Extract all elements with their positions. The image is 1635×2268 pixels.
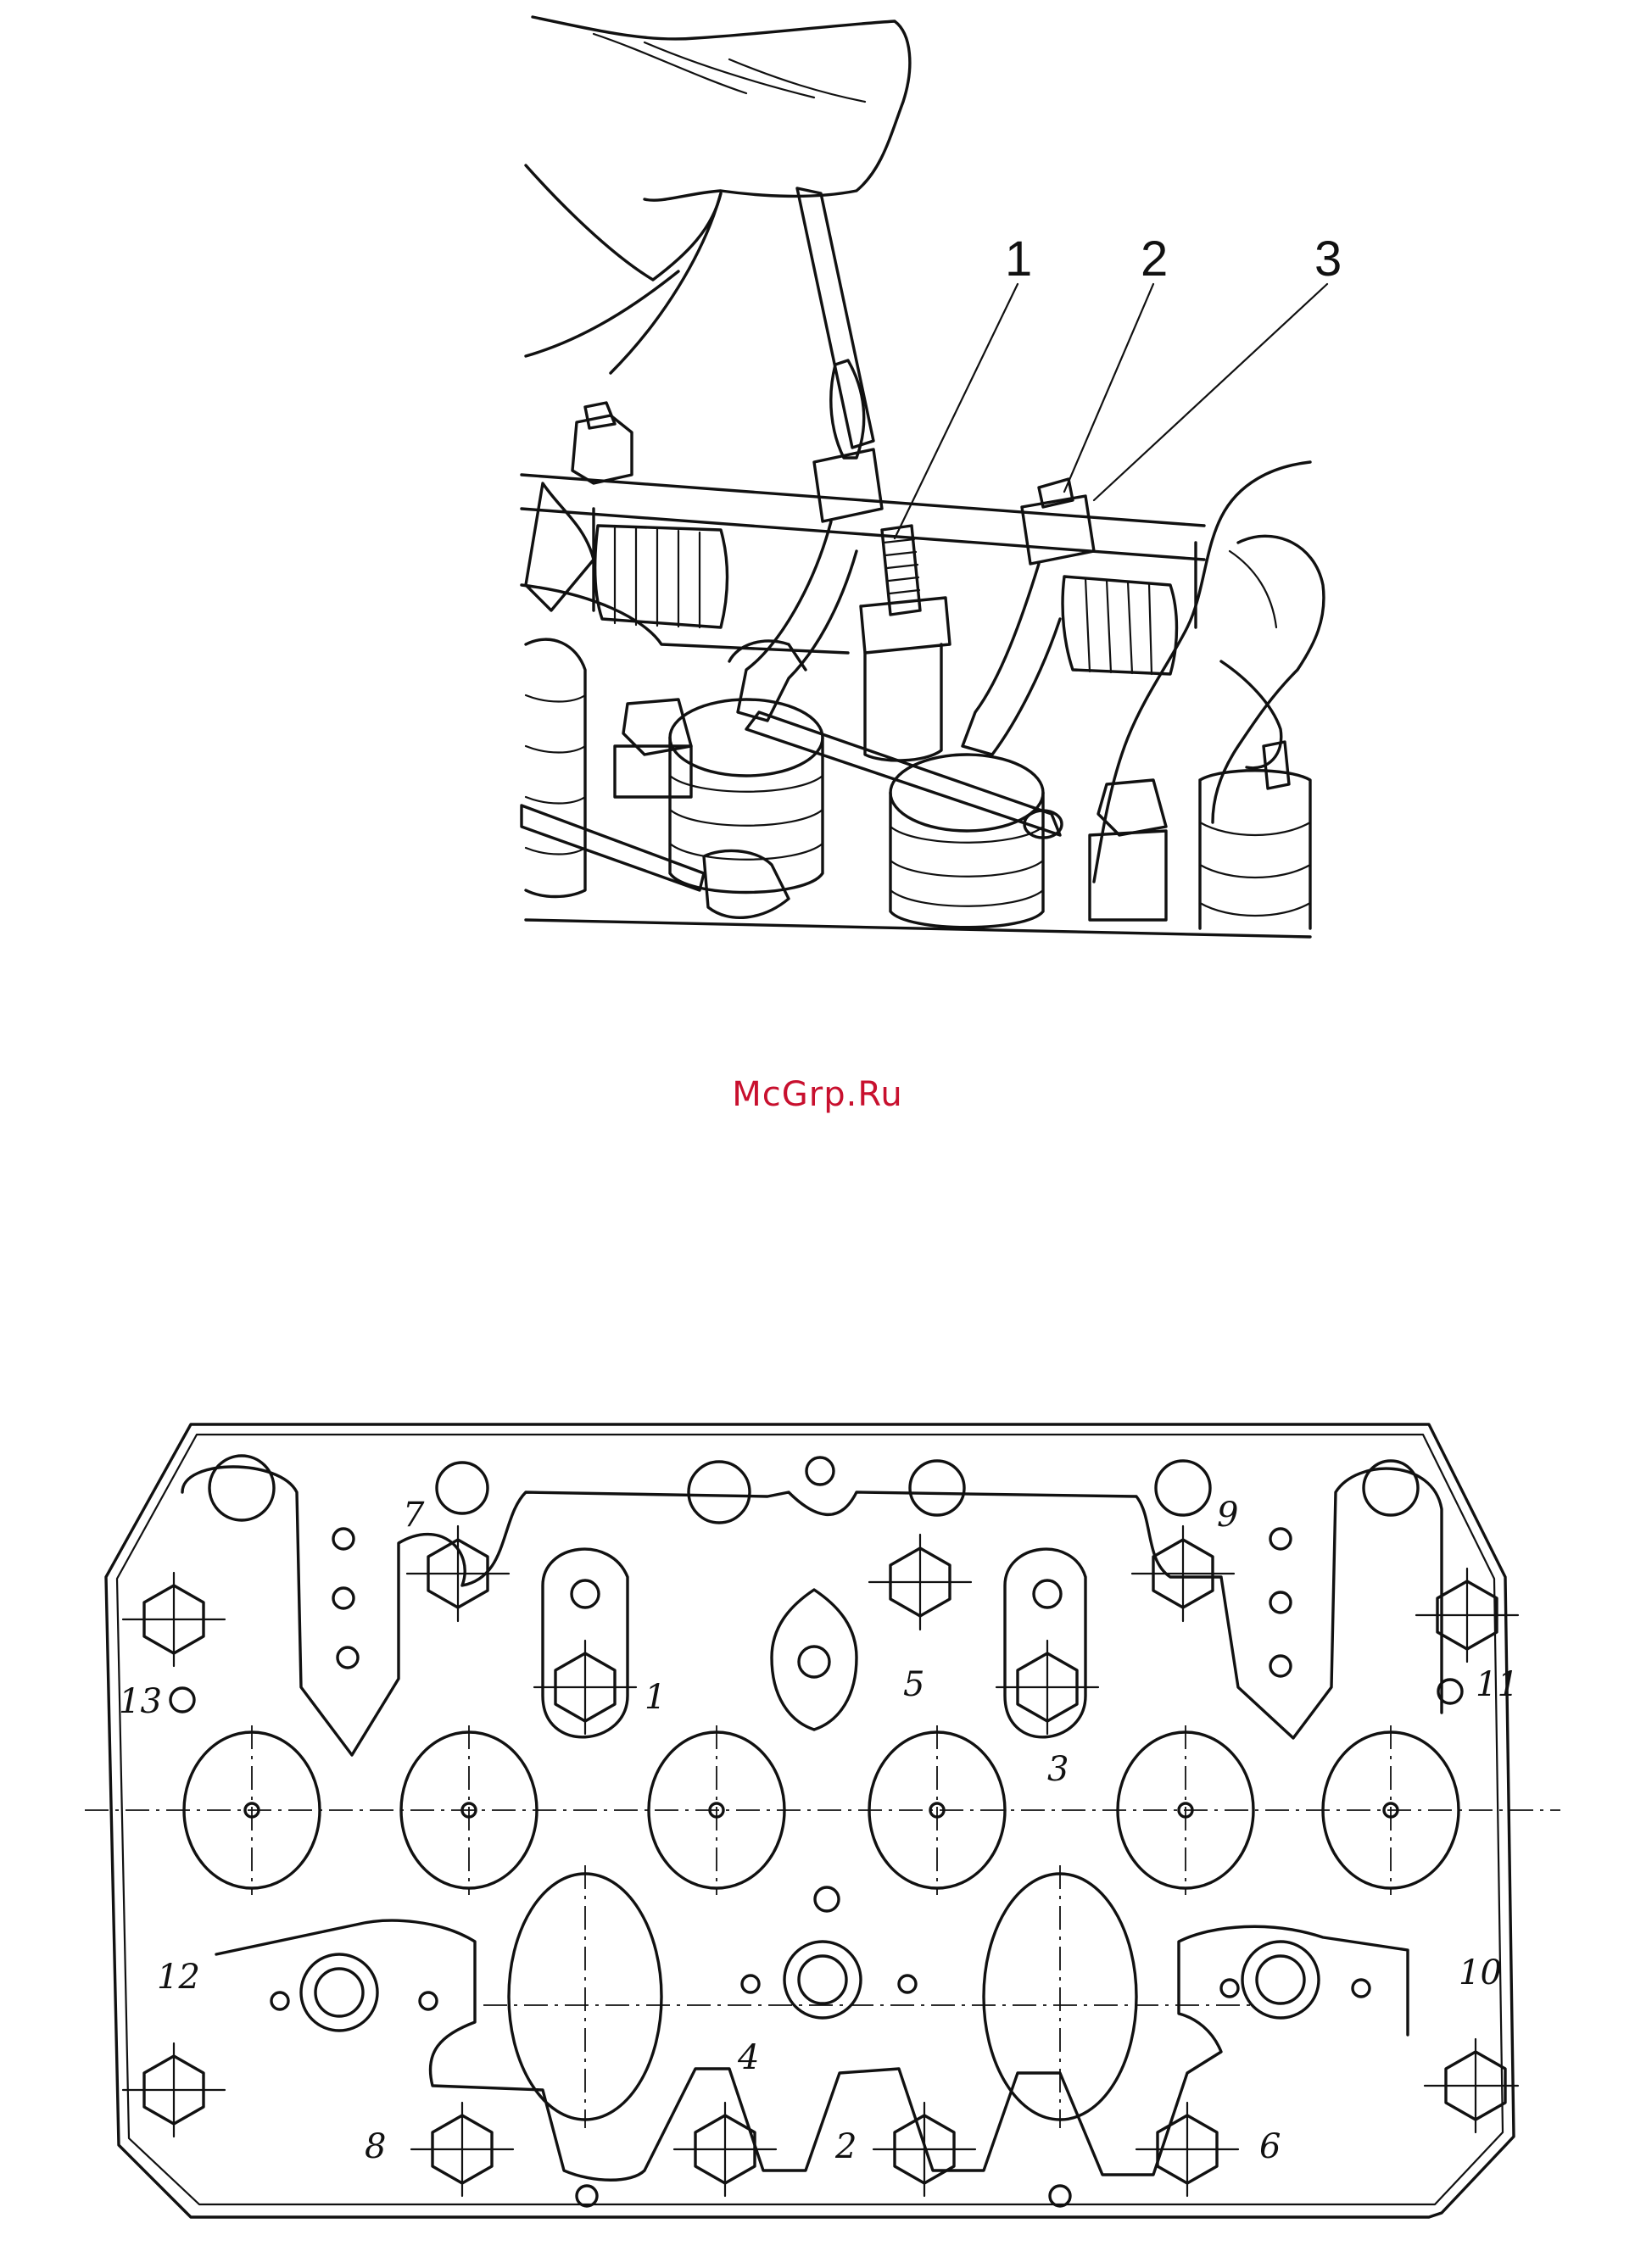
valve-springs-drawing bbox=[526, 639, 1310, 928]
head-nuts-drawing bbox=[615, 699, 1289, 920]
head-bolts bbox=[123, 1526, 1518, 2196]
upper-holes bbox=[170, 1456, 1462, 1712]
left-hand-drawing bbox=[526, 17, 910, 373]
right-rocker-arm-drawing bbox=[963, 479, 1094, 755]
upper-bolt-bosses bbox=[543, 1549, 1085, 1737]
callout-label-3: 3 bbox=[1314, 231, 1342, 287]
valve-clearance-illustration: 1 2 3 bbox=[522, 17, 1342, 937]
callout-label-2: 2 bbox=[1141, 231, 1168, 287]
bolt-number-13: 13 bbox=[119, 1682, 162, 1721]
callout-label-1: 1 bbox=[1005, 231, 1032, 287]
bolt-number-4: 4 bbox=[737, 2038, 759, 2077]
wrench-drawing bbox=[522, 805, 789, 917]
bolt-number-9: 9 bbox=[1217, 1496, 1238, 1535]
cylinder-head-plan: 1 2 3 4 5 6 7 8 9 10 11 12 13 bbox=[85, 1424, 1560, 2217]
center-rocker-arm-drawing bbox=[729, 449, 882, 721]
bolt-number-2: 2 bbox=[834, 2127, 857, 2166]
head-outline-inner bbox=[117, 1435, 1503, 2204]
adjusting-screw-drawing bbox=[861, 526, 950, 761]
center-diamond-boss bbox=[772, 1590, 857, 1730]
bolt-number-10: 10 bbox=[1459, 1953, 1502, 1992]
head-outline bbox=[106, 1424, 1514, 2217]
bolt-number-11: 11 bbox=[1476, 1665, 1519, 1704]
feeler-gauge-drawing bbox=[746, 712, 1062, 838]
bolt-number-3: 3 bbox=[1047, 1750, 1069, 1789]
bolt-number-12: 12 bbox=[157, 1958, 200, 1997]
upper-gallery-outline bbox=[182, 1467, 1442, 1755]
screwdriver-drawing bbox=[797, 188, 873, 458]
left-rocker-arm-drawing bbox=[526, 403, 632, 610]
bolt-number-5: 5 bbox=[903, 1665, 924, 1704]
bolt-number-6: 6 bbox=[1259, 2127, 1281, 2166]
callout-leaders bbox=[895, 284, 1327, 538]
bolt-number-1: 1 bbox=[645, 1678, 666, 1717]
bolt-number-7: 7 bbox=[403, 1496, 425, 1535]
watermark-text: McGrp.Ru bbox=[0, 1075, 1635, 1114]
bolt-number-8: 8 bbox=[365, 2127, 386, 2166]
intake-ports bbox=[483, 1865, 1255, 2128]
